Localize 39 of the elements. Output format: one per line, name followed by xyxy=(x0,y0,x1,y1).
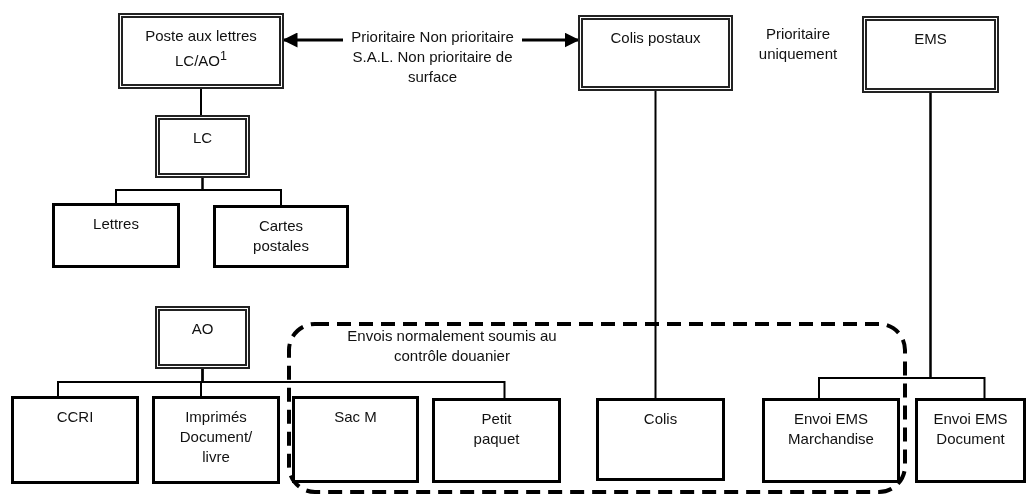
connector-line xyxy=(929,92,986,399)
category-box xyxy=(213,205,349,268)
connector-line xyxy=(654,90,657,399)
box-label: EMS xyxy=(914,29,947,49)
category-box xyxy=(432,398,561,483)
box-label: CCRI xyxy=(56,407,94,427)
box-label: Prioritaire Non prioritaire S.A.L. Non prioritaire de surface xyxy=(350,27,515,87)
box-label: Envoi EMS Marchandise xyxy=(787,409,875,449)
connector-line xyxy=(201,177,282,206)
box-label: Colis xyxy=(643,409,678,429)
double-bordered-box xyxy=(118,13,284,89)
double-bordered-box xyxy=(578,15,733,91)
category-box xyxy=(11,396,139,484)
box-label: Petit paquet xyxy=(472,409,521,449)
box-label: Cartes postales xyxy=(252,216,310,256)
category-box xyxy=(762,398,900,483)
category-box xyxy=(596,398,725,481)
category-box xyxy=(915,398,1026,483)
box-label: Envoi EMS Document xyxy=(932,409,1009,449)
box-label: Sac M xyxy=(334,407,377,427)
double-bordered-box xyxy=(155,115,250,178)
arrow xyxy=(282,32,343,48)
category-box xyxy=(152,396,280,484)
box-label: Poste aux lettres xyxy=(145,26,257,46)
box-label: LC/AO$^{1}$ xyxy=(175,48,227,71)
note-text: Prioritaire uniquement xyxy=(757,24,839,64)
connector-line xyxy=(200,88,202,116)
connector-line xyxy=(201,368,506,399)
arrow xyxy=(522,32,580,48)
box-label: Colis postaux xyxy=(610,28,701,48)
category-box xyxy=(52,203,180,268)
double-bordered-box xyxy=(155,306,250,369)
box-label: Imprimés Document/ livre xyxy=(178,407,254,467)
box-label: LC xyxy=(192,128,213,148)
double-bordered-box xyxy=(862,16,999,93)
box-label: AO xyxy=(191,319,214,339)
category-box xyxy=(292,396,419,483)
dashed-region xyxy=(287,322,907,494)
box-label: Lettres xyxy=(93,214,139,234)
